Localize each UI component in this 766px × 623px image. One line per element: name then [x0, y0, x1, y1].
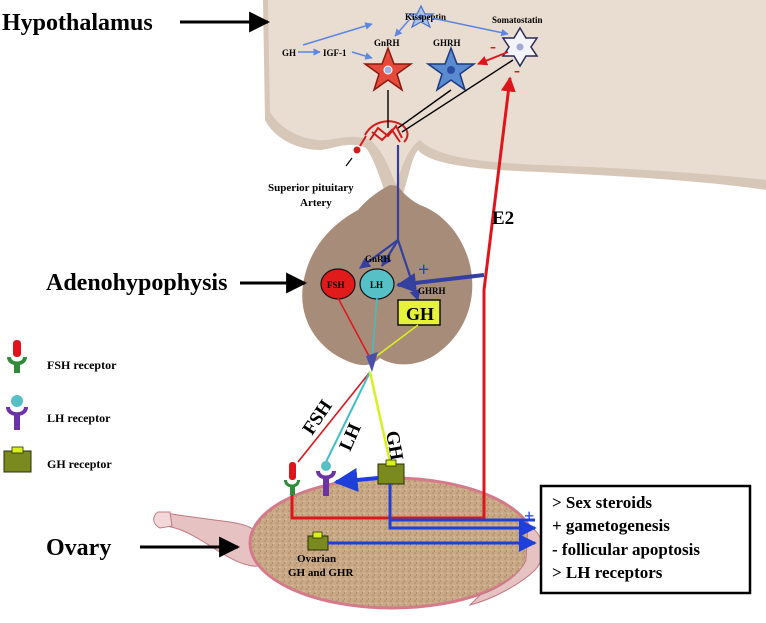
legend-gh-receptor: GH receptor [47, 457, 112, 471]
fsh-cell: FSH [320, 268, 356, 300]
ovarian-gh-receptor [307, 531, 329, 551]
legend-lh-receptor: LH receptor [47, 411, 111, 425]
e2-path [290, 290, 486, 520]
lh-line-label: LH [335, 420, 365, 454]
hypothalamus-inner [268, 0, 766, 185]
e2-label: E2 [492, 208, 514, 229]
lh-cell: LH [359, 268, 395, 300]
fsh-line-label: FSH [299, 396, 337, 439]
kisspeptin-text: Kisspeptin [405, 12, 446, 22]
lh-cell-text: LH [370, 280, 383, 290]
legend: FSH receptor LH receptor GH receptor [3, 340, 117, 473]
effect-item-2: + gametogenesis [552, 516, 670, 535]
lh-output-line [325, 371, 371, 463]
hypothalamus-label: Hypothalamus [2, 10, 153, 36]
effect-item-1: > Sex steroids [552, 493, 652, 512]
artery-label-line2: Artery [300, 197, 332, 209]
ghrh-hypo-text: GHRH [433, 38, 461, 48]
ovary-label: Ovary [46, 535, 111, 561]
legend-fsh-receptor: FSH receptor [47, 358, 117, 372]
plus-sign-pituitary: + [418, 259, 429, 281]
ovarian-label-line1: Ovarian [297, 553, 336, 565]
fsh-internal-line [337, 297, 371, 359]
e2-to-hypothalamus-arrow [482, 76, 516, 291]
lh-internal-line [371, 297, 378, 359]
gh-output-line [368, 371, 392, 463]
fsh-cell-text: FSH [327, 280, 345, 290]
e2-to-pituitary-arrow [396, 272, 485, 293]
somatostatin-neuron [501, 26, 539, 68]
fsh-output-line [297, 371, 371, 463]
ovary-lh-receptor [316, 461, 336, 496]
hypothalamic-signalling [298, 17, 509, 60]
hypothalamic-axons [387, 59, 514, 133]
ghrh-pit-text: GHRH [418, 286, 446, 296]
ovarian-label-line2: GH and GHR [288, 567, 354, 579]
gh-internal-line [373, 324, 419, 359]
ovary-gh-receptor [377, 459, 405, 485]
gh-receptor-icon [3, 446, 32, 473]
minus-sign-somatostatin: - [490, 36, 496, 56]
adenohypophysis-label: Adenohypophysis [46, 270, 227, 296]
lh-receptor-icon [6, 395, 28, 430]
gh-cell: GH [397, 299, 441, 326]
effect-item-3: - follicular apoptosis [552, 540, 700, 559]
ovary-fsh-receptor [284, 462, 300, 495]
gh-text: GH [282, 48, 296, 58]
gh-line-label: GH [381, 429, 407, 462]
minus-sign-e2: - [514, 60, 520, 80]
fsh-receptor-icon [7, 340, 27, 373]
capillary-plexus [353, 120, 409, 154]
plus-sign-effects: + [524, 506, 534, 526]
gnrh-pit-text: GnRH [365, 254, 391, 264]
effect-item-4: > LH receptors [552, 563, 663, 582]
pituitary-outlet [366, 352, 378, 372]
igf1-text: IGF-1 [323, 48, 347, 58]
gh-cell-text: GH [406, 304, 434, 324]
gnrh-hypo-text: GnRH [374, 38, 400, 48]
gh-to-lh-receptor-arrow [333, 468, 379, 492]
artery-pointer [345, 157, 353, 167]
somatostatin-text: Somatostatin [492, 15, 543, 25]
ovary-left-tip [153, 511, 173, 529]
somatostatin-to-ghrh-arrow [477, 51, 509, 66]
effects-box: > Sex steroids + gametogenesis - follicu… [539, 484, 752, 595]
effect-arrows [328, 484, 537, 552]
artery-label-line1: Superior pituitary [268, 182, 354, 194]
